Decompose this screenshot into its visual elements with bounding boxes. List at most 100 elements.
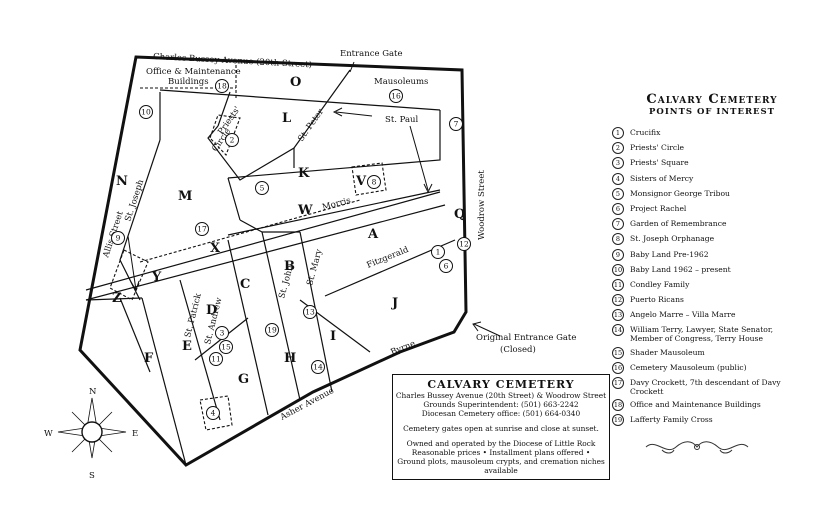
legend-item-number: 17 xyxy=(612,377,624,389)
office-label-2: Buildings xyxy=(168,77,209,87)
section-L: L xyxy=(282,111,291,126)
legend-item-number: 14 xyxy=(612,324,624,337)
info-hours: Cemetery gates open at sunrise and close… xyxy=(403,424,599,433)
poi-marker-19: 19 xyxy=(265,323,279,337)
legend-item-number: 4 xyxy=(612,172,624,185)
poi-marker-14: 14 xyxy=(311,360,325,374)
legend-item-label: Monsignor George Tribou xyxy=(630,188,730,198)
poi-marker-number: 2 xyxy=(230,136,235,145)
info-plots: Ground plots, mausoleum crypts, and crem… xyxy=(397,457,605,475)
section-M: M xyxy=(178,189,192,204)
poi-marker-number: 10 xyxy=(141,108,151,117)
legend-item-label: Lafferty Family Cross xyxy=(630,415,713,425)
legend-item-label: Baby Land 1962 – present xyxy=(630,264,731,274)
section-X: X xyxy=(210,241,221,256)
poi-marker-10: 10 xyxy=(139,105,153,119)
poi-marker-16: 16 xyxy=(389,89,403,103)
legend-item-label: Baby Land Pre-1962 xyxy=(630,249,709,259)
legend-item-number: 12 xyxy=(612,294,624,307)
points-of-interest-legend: Calvary Cemetery POINTS OF INTEREST 1 Cru… xyxy=(612,92,812,462)
legend-item-number: 15 xyxy=(612,346,624,359)
decorative-flourish-icon xyxy=(645,440,749,454)
legend-item-number: 6 xyxy=(612,202,624,215)
section-H: H xyxy=(284,351,296,366)
st-paul-arrow xyxy=(409,125,429,191)
section-N: N xyxy=(116,174,128,189)
poi-marker-11: 11 xyxy=(209,352,223,366)
legend-item-label: Sisters of Mercy xyxy=(630,173,694,183)
poi-marker-6: 6 xyxy=(439,259,453,273)
original-gate-arrow xyxy=(473,323,501,337)
sisters-of-mercy-outline xyxy=(199,395,233,431)
poi-marker-12: 12 xyxy=(457,237,471,251)
poi-marker-number: 4 xyxy=(211,409,216,418)
legend-item-number: 11 xyxy=(612,278,624,291)
legend-item-number: 18 xyxy=(612,399,624,412)
legend-item: 19 Lafferty Family Cross xyxy=(612,414,812,427)
poi-marker-number: 17 xyxy=(197,225,207,234)
legend-item: 4 Sisters of Mercy xyxy=(612,172,812,185)
poi-marker-3: 3 xyxy=(215,326,229,340)
office-label-1: Office & Maintenance xyxy=(146,67,241,77)
legend-item-label: Shader Mausoleum xyxy=(630,347,705,357)
legend-title: Calvary Cemetery xyxy=(646,92,778,107)
legend-item: 14 William Terry, Lawyer, State Senator, … xyxy=(612,324,812,343)
legend-item: 12 Puerto Ricans xyxy=(612,294,812,307)
legend-item-label: Condley Family xyxy=(630,279,690,289)
street-byrne: Byrne xyxy=(389,339,417,358)
compass-n: N xyxy=(89,387,97,397)
legend-item-number: 1 xyxy=(612,127,624,139)
poi-marker-number: 18 xyxy=(217,82,227,91)
poi-marker-number: 9 xyxy=(116,234,121,243)
poi-marker-number: 14 xyxy=(313,363,323,372)
street-st-paul: St. Paul xyxy=(385,115,419,125)
poi-marker-number: 19 xyxy=(267,326,277,335)
legend-item-number: 3 xyxy=(612,157,624,170)
legend-item-label: St. Joseph Orphanage xyxy=(630,234,715,244)
legend-item-label: Priests' Square xyxy=(630,158,689,168)
original-gate-label-1: Original Entrance Gate xyxy=(476,333,576,343)
legend-item-number: 19 xyxy=(612,414,624,427)
info-address: Charles Bussey Avenue (20th Street) & Wo… xyxy=(395,391,607,400)
entrance-gate-label: Entrance Gate xyxy=(340,49,403,59)
legend-item-label: Crucifix xyxy=(630,128,661,137)
poi-marker-5: 5 xyxy=(255,181,269,195)
section-Z: Z xyxy=(112,291,122,306)
street-st-mary: St. Mary xyxy=(305,248,324,287)
legend-item-label: Priests' Circle xyxy=(630,143,685,153)
legend-subtitle: POINTS OF INTEREST xyxy=(649,107,775,117)
legend-item-number: 10 xyxy=(612,263,624,276)
cemetery-map: Charles Bussey Avenue (20th Street) Entr… xyxy=(44,49,576,481)
entrance-gate-marker xyxy=(349,61,355,73)
morris-road-dashed xyxy=(139,199,361,263)
legend-item: 15 Shader Mausoleum xyxy=(612,346,812,359)
poi-marker-8: 8 xyxy=(367,175,381,189)
legend-item: 10 Baby Land 1962 – present xyxy=(612,263,812,276)
poi-marker-number: 13 xyxy=(305,308,315,317)
section-J: J xyxy=(391,296,398,311)
poi-marker-17: 17 xyxy=(195,222,209,236)
legend-item-label: Puerto Ricans xyxy=(630,295,684,305)
poi-marker-7: 7 xyxy=(449,117,463,131)
section-G: G xyxy=(238,372,249,387)
legend-item-number: 8 xyxy=(612,233,624,246)
legend-item-label: William Terry, Lawyer, State Senator, Me… xyxy=(630,325,774,344)
legend-item-label: Garden of Remembrance xyxy=(630,219,727,229)
poi-marker-number: 6 xyxy=(444,262,449,271)
priests-circle-outline xyxy=(209,114,241,157)
poi-marker-number: 16 xyxy=(391,92,401,101)
poi-marker-number: 1 xyxy=(436,248,441,257)
section-W: W xyxy=(297,203,313,218)
section-V: V xyxy=(355,174,367,189)
street-st-peter: St. Peter xyxy=(296,106,326,143)
section-K: K xyxy=(298,166,310,181)
section-I: I xyxy=(330,329,336,344)
legend-item: 3 Priests' Square xyxy=(612,157,812,170)
info-grounds-phone: Grounds Superintendent: (501) 663-2242 xyxy=(423,400,579,409)
